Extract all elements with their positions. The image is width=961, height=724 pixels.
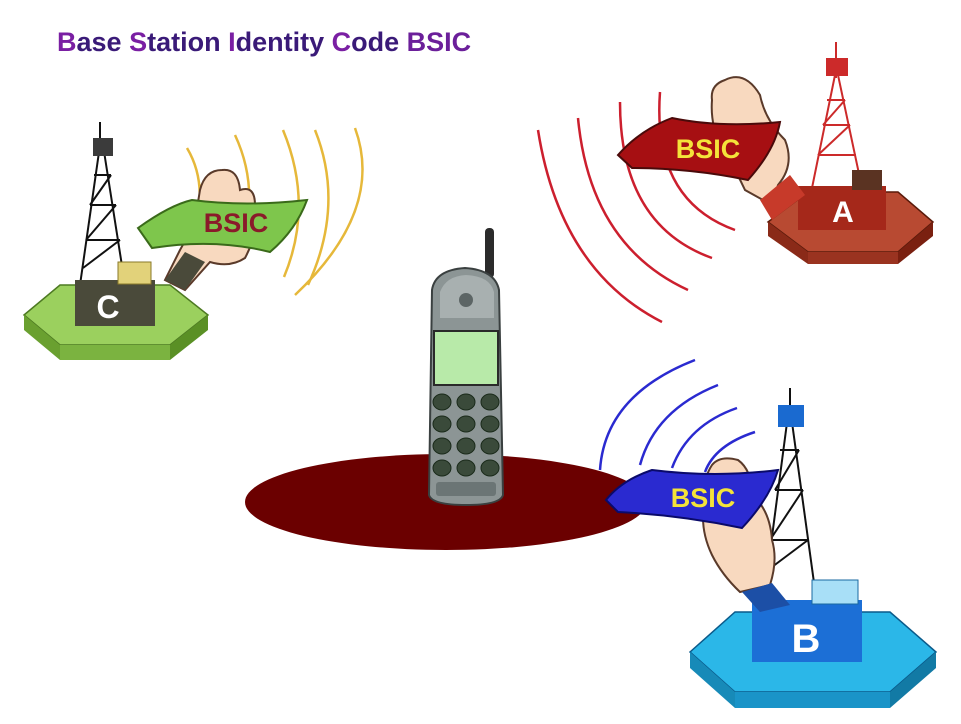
page-title: Base Station Identity Code BSIC [57, 27, 471, 58]
keypad-key [432, 415, 452, 433]
station-c: C [22, 122, 210, 360]
signal-waves-b-icon [598, 358, 756, 473]
keypad-key [432, 459, 452, 477]
keypad-key [480, 393, 500, 411]
keypad-key [432, 437, 452, 455]
title-initial-i: I [228, 27, 236, 57]
station-b: B [688, 388, 938, 708]
signal-waves-a-icon [536, 91, 736, 324]
station-c-label: C [96, 289, 119, 325]
station-a-label: A [832, 196, 854, 229]
keypad-key [456, 437, 476, 455]
tower-b-icon [764, 388, 816, 591]
phone-keypad [432, 393, 500, 477]
station-b-label: B [792, 617, 821, 661]
keypad-key [480, 459, 500, 477]
title-rest-s: tation [147, 27, 229, 57]
bsic-card-c: BSIC [136, 198, 309, 254]
keypad-key [480, 415, 500, 433]
bsic-card-a: BSIC [616, 116, 782, 182]
bsic-card-c-label: BSIC [204, 208, 269, 238]
keypad-key [480, 437, 500, 455]
keypad-key [456, 393, 476, 411]
bsic-card-b-label: BSIC [671, 483, 736, 513]
phone-icon [427, 228, 505, 507]
title-initial-c: C [331, 27, 352, 57]
tower-a-icon [811, 42, 863, 189]
keypad-key [456, 415, 476, 433]
title-rest-b: ase [76, 27, 130, 57]
title-abbrev: BSIC [406, 27, 472, 57]
bsic-card-b: BSIC [604, 468, 780, 530]
title-rest-i: dentity [235, 27, 332, 57]
bsic-card-a-label: BSIC [676, 134, 741, 164]
station-a: A [766, 42, 935, 264]
title-initial-b: B [57, 27, 77, 57]
keypad-key [456, 459, 476, 477]
title-rest-c: ode [351, 27, 407, 57]
keypad-key [432, 393, 452, 411]
title-initial-s: S [129, 27, 148, 57]
